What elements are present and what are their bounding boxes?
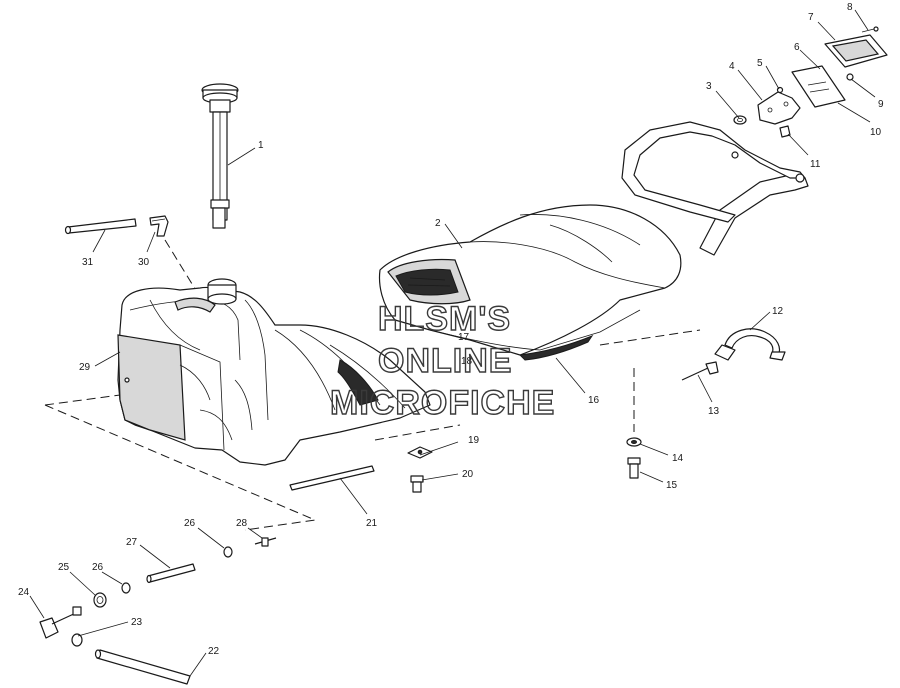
callout-26-lower: 26 bbox=[92, 562, 104, 573]
callout-30: 30 bbox=[138, 257, 150, 268]
pin-part bbox=[254, 537, 277, 547]
callout-8: 8 bbox=[847, 2, 853, 13]
long-rod-part bbox=[94, 649, 191, 685]
callout-labels: 1 2 3 4 5 6 7 8 9 10 11 12 13 14 15 16 1… bbox=[18, 2, 884, 657]
callout-24: 24 bbox=[18, 587, 30, 598]
callout-3: 3 bbox=[706, 81, 712, 92]
callout-5: 5 bbox=[757, 58, 763, 69]
callout-15: 15 bbox=[666, 480, 678, 491]
taillight-hardware-group bbox=[733, 26, 888, 138]
callout-20: 20 bbox=[462, 469, 474, 480]
spacer-26-upper-part bbox=[223, 546, 233, 558]
callout-9: 9 bbox=[878, 99, 884, 110]
callout-22: 22 bbox=[208, 646, 220, 657]
callout-10: 10 bbox=[870, 127, 882, 138]
callout-14: 14 bbox=[672, 453, 684, 464]
washer-part bbox=[626, 437, 642, 447]
callout-27: 27 bbox=[126, 537, 138, 548]
seat-assembly-part bbox=[378, 204, 682, 361]
callout-23: 23 bbox=[131, 617, 143, 628]
callout-25: 25 bbox=[58, 562, 70, 573]
callout-18: 18 bbox=[461, 356, 473, 367]
callout-28: 28 bbox=[236, 518, 248, 529]
callout-11: 11 bbox=[810, 159, 821, 170]
watermark: HLSM'S ONLINE MICROFICHE bbox=[329, 299, 555, 422]
valve-fitting-part bbox=[39, 606, 82, 639]
fuel-hose-part bbox=[64, 218, 137, 235]
watermark-line-1: HLSM'S bbox=[378, 300, 511, 338]
leader-lines bbox=[29, 9, 876, 677]
mounting-rail-part bbox=[289, 465, 375, 491]
strap-clamp-part bbox=[714, 328, 786, 361]
short-rod-part bbox=[146, 563, 196, 584]
grommet-part bbox=[93, 592, 107, 608]
callout-2: 2 bbox=[435, 218, 441, 229]
callout-16: 16 bbox=[588, 395, 600, 406]
spacer-23-part bbox=[71, 633, 83, 647]
callout-7: 7 bbox=[808, 12, 814, 23]
grab-bar-part bbox=[621, 121, 809, 256]
callout-29: 29 bbox=[79, 362, 91, 373]
callout-19: 19 bbox=[468, 435, 480, 446]
callout-31: 31 bbox=[82, 257, 94, 268]
mounting-bolt-part bbox=[410, 475, 424, 493]
callout-26-upper: 26 bbox=[184, 518, 196, 529]
rivet-part bbox=[681, 361, 719, 381]
callout-1: 1 bbox=[258, 140, 264, 151]
callout-17: 17 bbox=[458, 332, 470, 343]
watermark-line-3: MICROFICHE bbox=[330, 384, 555, 422]
callout-21: 21 bbox=[366, 518, 378, 529]
nut-plate-part bbox=[407, 446, 433, 459]
fuel-tank-part bbox=[117, 278, 431, 466]
spacer-26-lower-part bbox=[121, 582, 131, 594]
callout-4: 4 bbox=[729, 61, 735, 72]
elbow-fitting-part bbox=[149, 215, 169, 237]
bolt-part bbox=[627, 457, 641, 479]
callout-13: 13 bbox=[708, 406, 720, 417]
callout-6: 6 bbox=[794, 42, 800, 53]
fuel-sender-part bbox=[201, 83, 239, 229]
callout-12: 12 bbox=[772, 306, 784, 317]
watermark-line-2: ONLINE bbox=[378, 342, 512, 380]
